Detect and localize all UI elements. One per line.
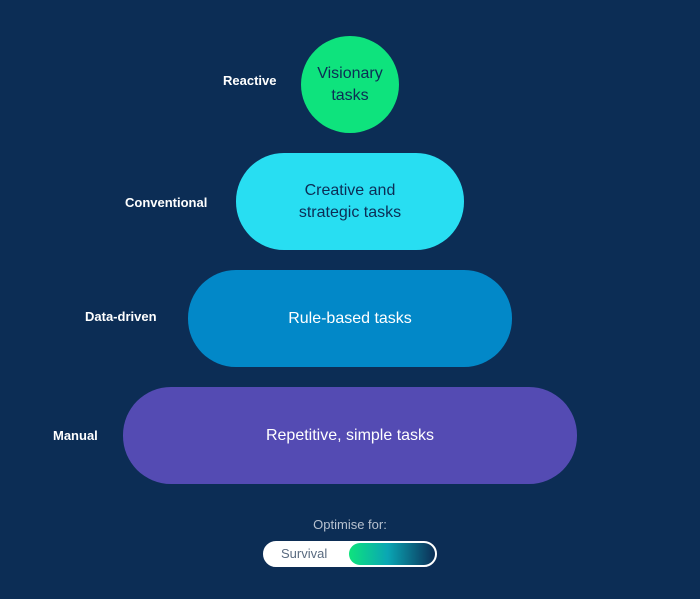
level-label-manual: Manual: [53, 428, 98, 443]
tier-rule-based-tasks: Rule-based tasks: [188, 270, 512, 367]
tier-creative-strategic-tasks: Creative and strategic tasks: [236, 153, 464, 250]
toggle-label: Survival: [281, 546, 328, 561]
optimise-title: Optimise for:: [313, 517, 387, 532]
level-label-reactive: Reactive: [223, 73, 277, 88]
optimise-toggle[interactable]: Survival: [263, 541, 437, 567]
level-label-data-driven: Data-driven: [85, 309, 157, 324]
toggle-knob[interactable]: [349, 543, 435, 565]
level-label-conventional: Conventional: [125, 195, 208, 210]
tier-text: Repetitive, simple tasks: [265, 426, 435, 444]
tier-text: Creative and strategic tasks: [298, 181, 402, 221]
tier-visionary-tasks: Visionary tasks: [301, 36, 399, 133]
tier-text: Visionary tasks: [317, 64, 383, 104]
tier-repetitive-simple-tasks: Repetitive, simple tasks: [123, 387, 577, 484]
tier-text: Rule-based tasks: [288, 309, 412, 327]
